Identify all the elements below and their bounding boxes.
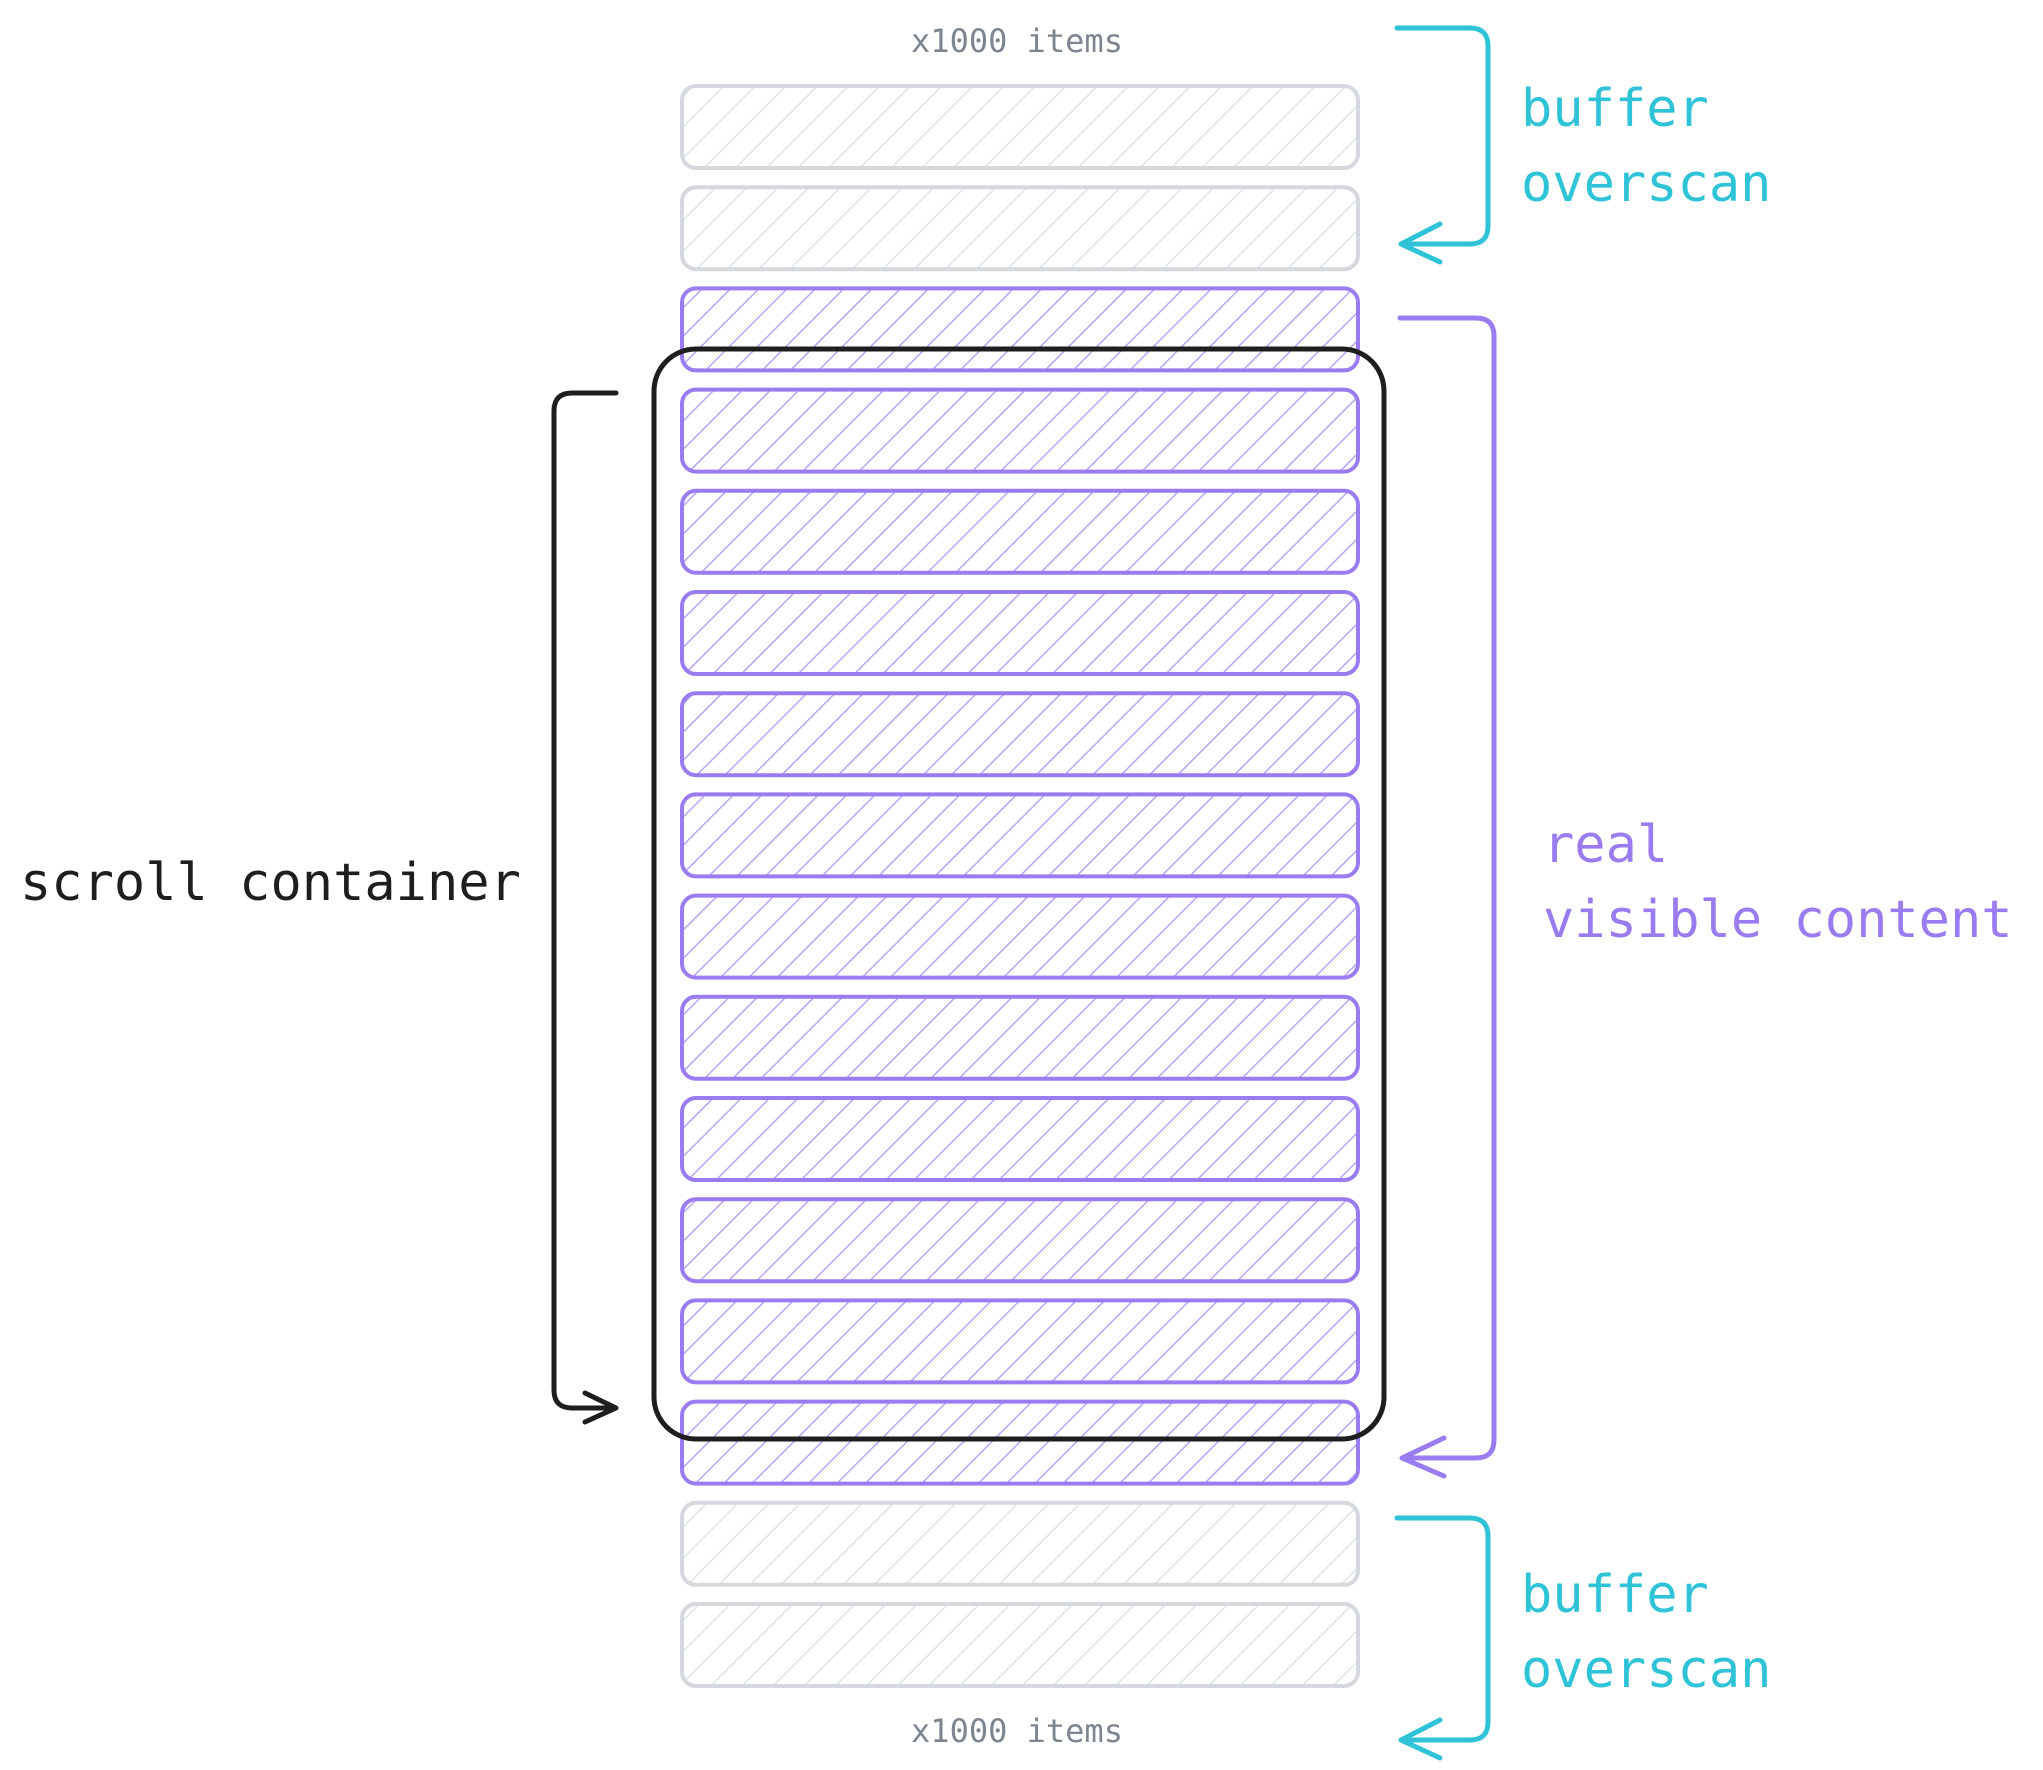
visible-item-row xyxy=(680,1298,1360,1385)
buffer-item-row xyxy=(680,1500,1360,1587)
top-count-label: x1000 items xyxy=(911,22,1123,60)
scroll-container-frame xyxy=(651,346,1387,1442)
visible-item-row xyxy=(680,792,1360,879)
top-buffer-bracket xyxy=(1394,25,1491,247)
scroll-container-bracket xyxy=(551,390,619,1411)
visible-content-bracket xyxy=(1397,315,1497,1461)
bottom-count-label: x1000 items xyxy=(911,1712,1123,1750)
visible-content-label-line1: real xyxy=(1543,815,1668,875)
visible-item-row xyxy=(680,691,1360,778)
scroll-container-label: scroll container xyxy=(20,853,521,913)
top-buffer-label-line1: buffer xyxy=(1521,79,1709,139)
scroll-container-arrowhead xyxy=(582,1390,619,1425)
visible-item-row xyxy=(680,488,1360,575)
top-buffer-arrowhead xyxy=(1398,221,1443,265)
top-buffer-label-line2: overscan xyxy=(1521,154,1771,214)
bottom-buffer-label-line1: buffer xyxy=(1521,1565,1709,1625)
bottom-buffer-label-line2: overscan xyxy=(1521,1640,1771,1700)
buffer-item-row xyxy=(680,185,1360,272)
visible-item-row xyxy=(680,994,1360,1081)
visible-item-row xyxy=(680,1096,1360,1182)
list-items xyxy=(680,84,1360,1688)
visible-content-arrowhead xyxy=(1399,1435,1447,1479)
visible-item-row xyxy=(680,1399,1360,1486)
visible-item-row xyxy=(680,893,1360,980)
visible-item-row xyxy=(680,387,1360,474)
bottom-buffer-bracket xyxy=(1394,1515,1491,1743)
visible-content-label-line2: visible content xyxy=(1543,890,2013,950)
visible-item-row xyxy=(680,286,1360,373)
buffer-item-row xyxy=(680,1602,1360,1688)
bottom-buffer-arrowhead xyxy=(1398,1717,1443,1761)
visible-item-row xyxy=(680,1197,1360,1284)
buffer-item-row xyxy=(680,84,1360,170)
visible-item-row xyxy=(680,590,1360,676)
